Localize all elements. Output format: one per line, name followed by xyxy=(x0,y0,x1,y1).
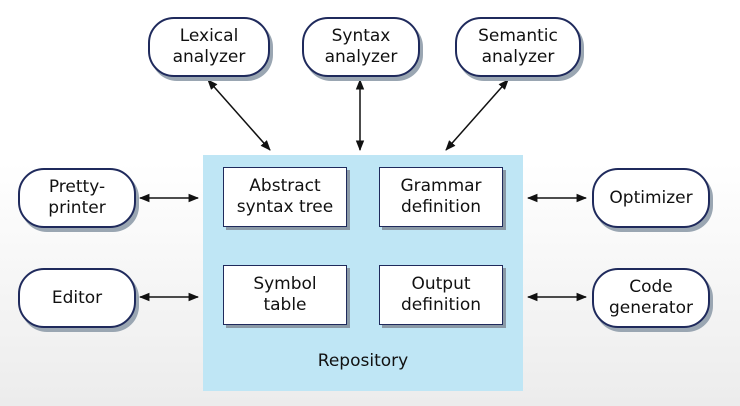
pretty-printer-node: Pretty- printer xyxy=(18,168,136,228)
arrow-lexical-repository xyxy=(207,79,271,151)
grammar-definition-label: Grammar definition xyxy=(400,176,482,217)
lexical-analyzer-node: Lexical analyzer xyxy=(148,17,270,77)
optimizer-label: Optimizer xyxy=(609,187,693,208)
editor-label: Editor xyxy=(51,287,103,308)
symbol-table-label: Symbol table xyxy=(253,274,317,315)
syntax-analyzer-label: Syntax analyzer xyxy=(324,26,398,67)
output-definition-label: Output definition xyxy=(400,274,482,315)
repository-label: Repository xyxy=(317,351,409,371)
semantic-analyzer-label: Semantic analyzer xyxy=(478,26,558,67)
code-generator-node: Code generator xyxy=(592,268,710,328)
editor-node: Editor xyxy=(18,268,136,328)
output-definition-box: Output definition xyxy=(379,265,503,325)
syntax-analyzer-node: Syntax analyzer xyxy=(302,17,420,77)
code-generator-label: Code generator xyxy=(609,277,693,318)
repository-container: Abstract syntax tree Grammar definition … xyxy=(203,155,523,391)
grammar-definition-box: Grammar definition xyxy=(379,167,503,227)
abstract-syntax-tree-label: Abstract syntax tree xyxy=(236,176,334,217)
lexical-analyzer-label: Lexical analyzer xyxy=(172,26,246,67)
arrow-semantic-repository xyxy=(445,79,509,151)
abstract-syntax-tree-box: Abstract syntax tree xyxy=(223,167,347,227)
symbol-table-box: Symbol table xyxy=(223,265,347,325)
pretty-printer-label: Pretty- printer xyxy=(48,177,106,218)
optimizer-node: Optimizer xyxy=(592,168,710,228)
semantic-analyzer-node: Semantic analyzer xyxy=(455,17,581,77)
